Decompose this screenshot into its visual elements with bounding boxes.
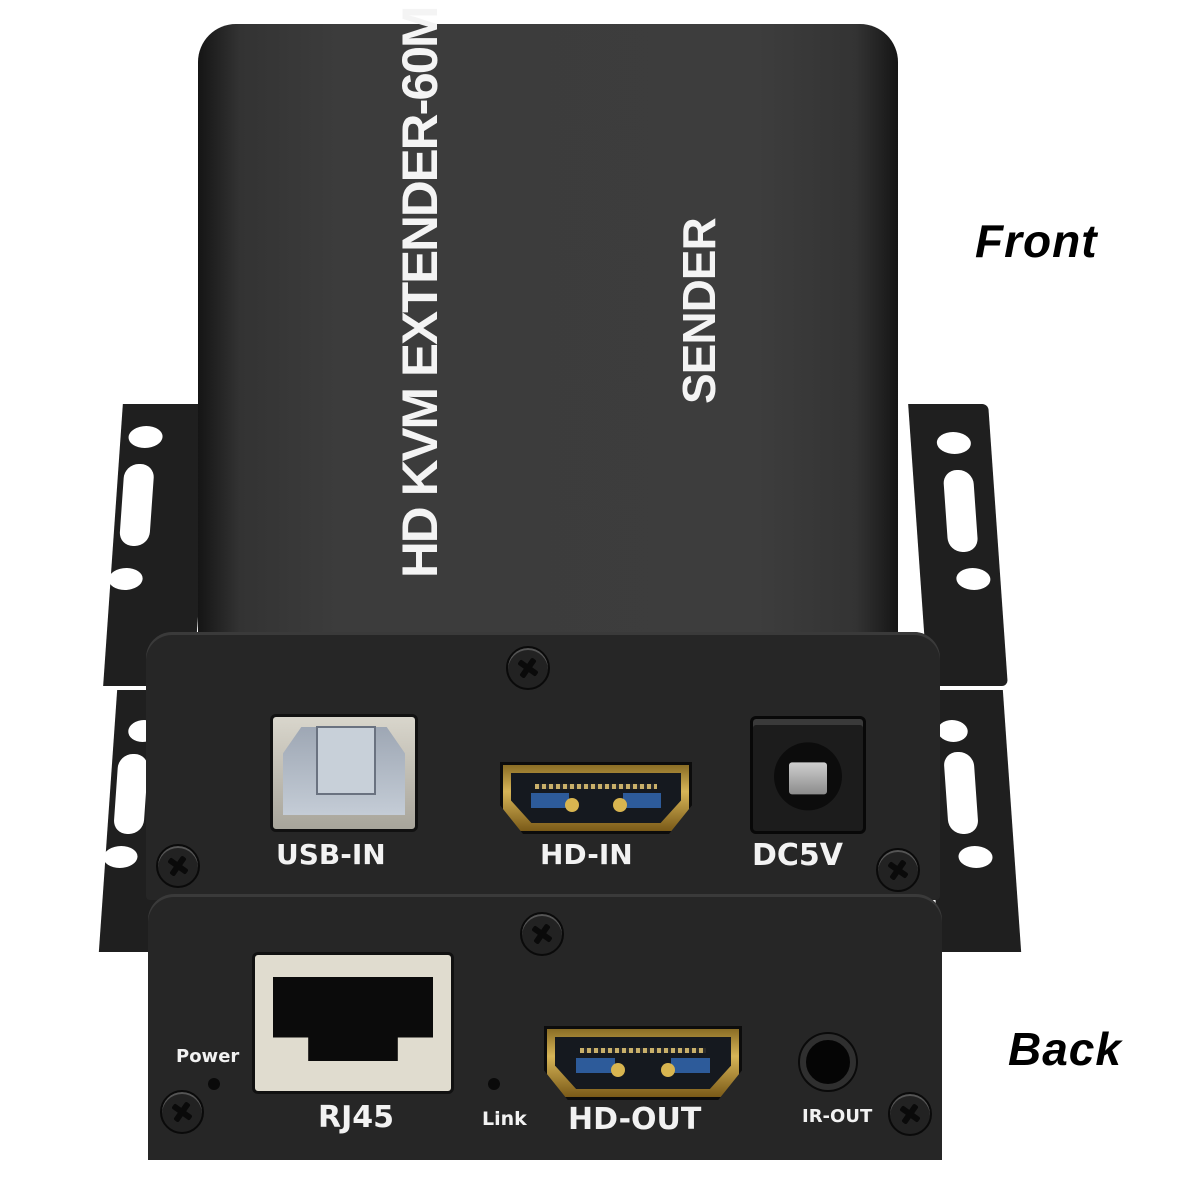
hdmi-out-port-icon bbox=[544, 1026, 742, 1100]
link-led-icon bbox=[488, 1078, 500, 1090]
usb-in-label: USB-IN bbox=[276, 838, 386, 871]
screw-icon bbox=[506, 646, 550, 690]
hd-out-label: HD-OUT bbox=[568, 1102, 702, 1137]
power-indicator-label: Power bbox=[176, 1046, 240, 1067]
back-view-label: Back bbox=[1008, 1023, 1122, 1075]
hd-in-label: HD-IN bbox=[540, 838, 633, 871]
dc5v-label: DC5V bbox=[752, 838, 844, 873]
screw-icon bbox=[888, 1092, 932, 1136]
back-panel: RJ45 Power Link HD-OUT IR-OUT bbox=[148, 894, 942, 1160]
ethernet-port-icon bbox=[252, 952, 454, 1094]
screw-icon bbox=[156, 844, 200, 888]
hdmi-in-port-icon bbox=[500, 762, 692, 834]
extender-case-top: HD KVM EXTENDER-60M SENDER bbox=[198, 8, 898, 664]
screw-icon bbox=[160, 1090, 204, 1134]
link-indicator-label: Link bbox=[482, 1108, 527, 1130]
power-led-icon bbox=[208, 1078, 220, 1090]
front-view-label: Front bbox=[975, 215, 1098, 267]
ir-out-jack-icon bbox=[800, 1034, 856, 1090]
screw-icon bbox=[520, 912, 564, 956]
product-name-text: HD KVM EXTENDER-60M bbox=[392, 7, 448, 578]
unit-type-text: SENDER bbox=[673, 218, 725, 404]
usb-b-port-icon bbox=[270, 714, 418, 832]
ir-out-label: IR-OUT bbox=[802, 1106, 873, 1127]
screw-icon bbox=[876, 848, 920, 892]
dc-power-jack-icon bbox=[750, 716, 866, 834]
front-panel: USB-IN HD-IN DC5V bbox=[146, 632, 940, 900]
rj45-label: RJ45 bbox=[318, 1100, 395, 1135]
